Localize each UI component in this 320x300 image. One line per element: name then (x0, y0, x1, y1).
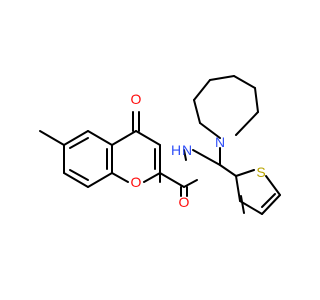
bond (183, 149, 187, 161)
amide-cn-bond (183, 179, 198, 188)
bond (159, 172, 185, 188)
bond (199, 122, 221, 139)
methyl-bond (39, 130, 65, 146)
bond (111, 130, 137, 146)
bond (192, 149, 221, 166)
benzene-ring (63, 130, 113, 188)
bond (63, 130, 89, 146)
amide-nitrogen-label: N (182, 142, 192, 158)
bond (63, 172, 89, 188)
double-bond-inner (240, 195, 245, 214)
bond (233, 75, 256, 89)
bond (143, 172, 161, 183)
bond (87, 130, 113, 146)
bond (193, 79, 211, 101)
bond (135, 130, 161, 146)
thiophene-sulfur-label: S (256, 164, 265, 180)
bond (219, 164, 237, 177)
bond (235, 111, 259, 136)
amide-oxygen-label: O (179, 194, 190, 210)
thiophene-ring (235, 169, 281, 215)
bond (265, 175, 281, 196)
bond (261, 194, 281, 215)
chemical-structure-diagram: O O O H N N S (39, 75, 281, 215)
bond (209, 75, 235, 81)
bond (254, 87, 259, 113)
amide-hydrogen-label: H (171, 142, 181, 158)
bond (193, 99, 201, 124)
double-bond-inner (261, 193, 276, 208)
azepane-nitrogen-label: N (215, 134, 225, 150)
double-bond-inner (69, 169, 89, 181)
ring-oxygen-label: O (131, 174, 142, 190)
bond (239, 200, 263, 215)
double-bond-inner (69, 137, 89, 149)
pyranone-ring (111, 130, 161, 183)
bond (87, 172, 113, 188)
carbonyl-oxygen-label: O (131, 91, 142, 107)
azepane-ring (193, 75, 259, 139)
bond (235, 175, 241, 202)
bond (111, 172, 129, 183)
bond (235, 169, 255, 177)
